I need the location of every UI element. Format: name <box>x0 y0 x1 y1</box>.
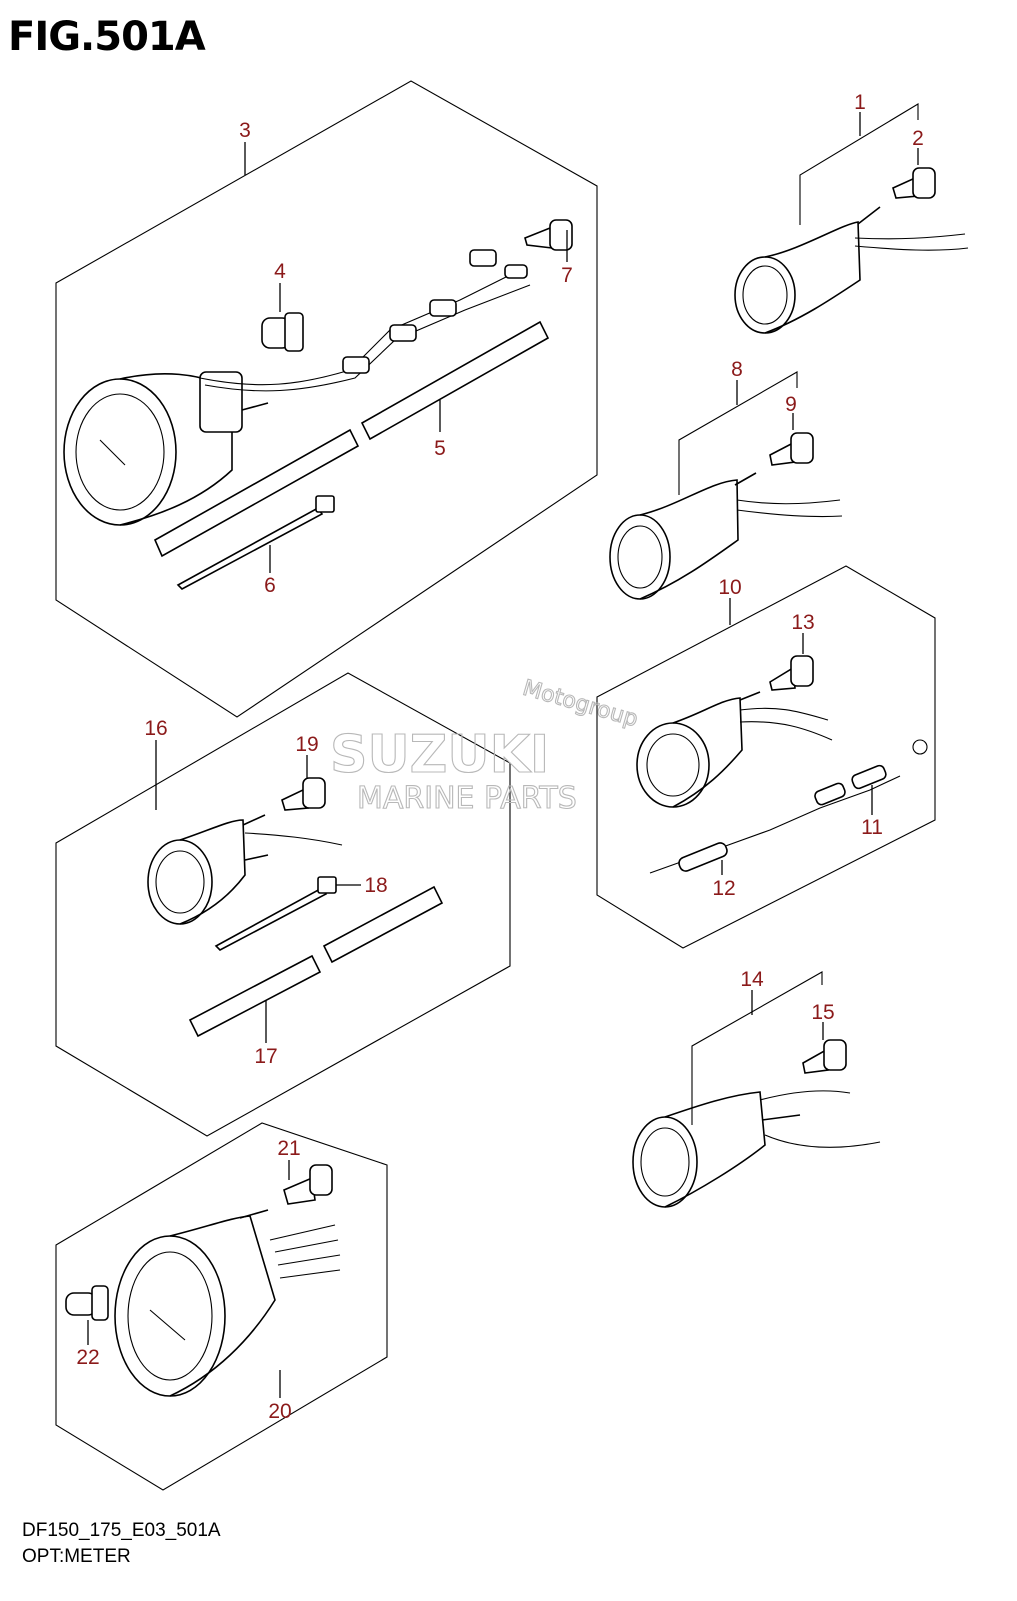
callout-6: 6 <box>264 574 276 597</box>
bulb-4-drawing <box>261 312 304 352</box>
callout-4: 4 <box>274 260 286 283</box>
callout-12: 12 <box>712 877 735 900</box>
callout-2: 2 <box>912 127 924 150</box>
callout-10: 10 <box>718 576 741 599</box>
callout-5: 5 <box>434 437 446 460</box>
gauge-8-drawing <box>609 371 843 600</box>
callout-11: 11 <box>861 816 883 839</box>
callout-3: 3 <box>239 119 251 142</box>
callout-22: 22 <box>76 1346 99 1369</box>
gauge-3-drawing <box>63 249 531 526</box>
callout-20: 20 <box>268 1400 291 1423</box>
gauge-14-drawing <box>632 971 881 1208</box>
group-frame-10 <box>596 565 936 949</box>
diagram-code: DF150_175_E03_501A <box>22 1520 221 1541</box>
callout-1: 1 <box>854 91 866 114</box>
leader-lines <box>87 112 919 1398</box>
group-frame-16 <box>55 672 511 1137</box>
callout-19: 19 <box>295 733 318 756</box>
callout-7: 7 <box>561 264 573 287</box>
callout-14: 14 <box>740 968 764 991</box>
watermark-subtitle: MARINE PARTS <box>357 781 577 816</box>
diagram-name: OPT:METER <box>22 1546 131 1567</box>
gauge-16-drawing <box>147 777 444 1038</box>
callout-13: 13 <box>791 611 814 634</box>
gauge-10-drawing <box>636 655 928 874</box>
figure-title: FIG.501A <box>8 14 206 60</box>
bulb-7-drawing <box>524 219 573 251</box>
watermark-brand: SUZUKI <box>330 725 549 785</box>
callout-8: 8 <box>731 358 743 381</box>
callout-9: 9 <box>785 393 797 416</box>
group-frame-3 <box>55 80 598 718</box>
watermark-source: Motogroup <box>520 676 641 733</box>
gauge-20-drawing <box>65 1164 341 1397</box>
gauge-1-drawing <box>734 103 969 334</box>
callout-18: 18 <box>364 874 387 897</box>
callout-16: 16 <box>144 717 167 740</box>
tie-6-drawing <box>176 495 335 590</box>
callout-15: 15 <box>811 1001 834 1024</box>
watermark: Motogroup SUZUKI MARINE PARTS <box>329 675 641 816</box>
callout-17: 17 <box>254 1045 277 1068</box>
group-frame-20 <box>55 1122 388 1491</box>
callout-21: 21 <box>277 1137 300 1160</box>
tube-5-drawing <box>153 320 550 558</box>
callout-numbers: 1 2 3 4 5 6 7 8 9 10 11 12 13 14 15 16 1… <box>76 91 924 1423</box>
